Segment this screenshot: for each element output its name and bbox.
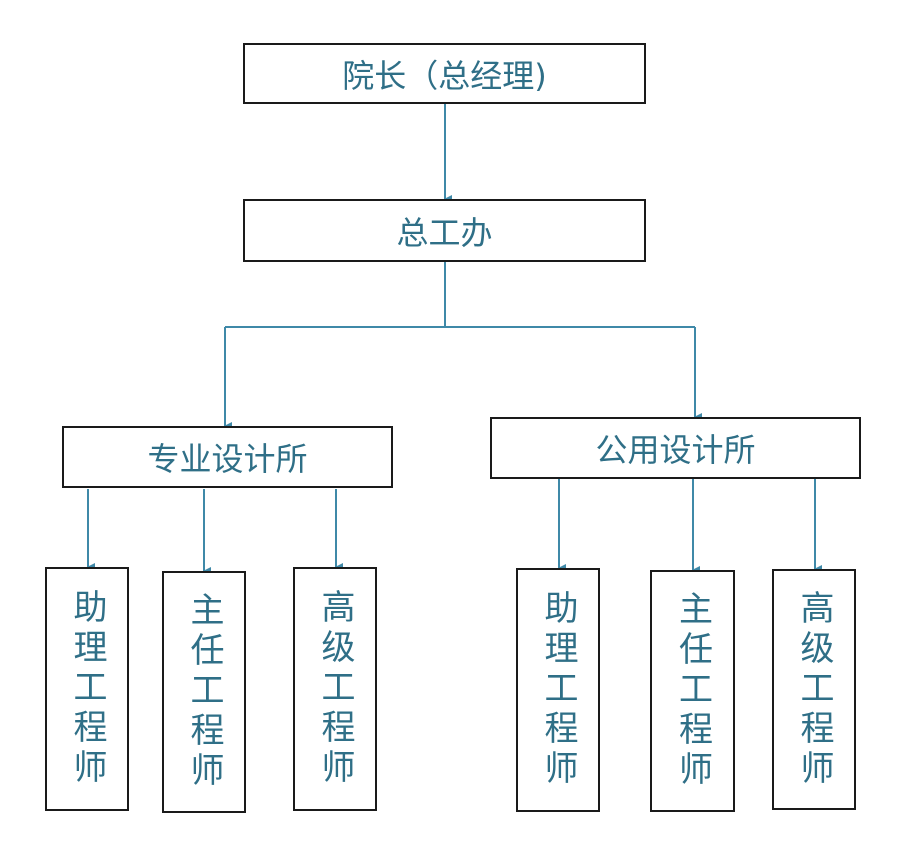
node-chief-engineer-1: 主任工程师 <box>162 571 246 813</box>
node-chief-engineer-office: 总工办 <box>243 199 646 262</box>
node-president: 院长（总经理) <box>243 43 646 104</box>
node-specialty-design-institute: 专业设计所 <box>62 426 393 488</box>
node-public-design-institute: 公用设计所 <box>490 417 861 479</box>
node-senior-engineer-2: 高级工程师 <box>772 569 856 810</box>
node-chief-engineer-2: 主任工程师 <box>650 570 735 812</box>
node-senior-engineer-1: 高级工程师 <box>293 567 377 811</box>
node-assistant-engineer-2: 助理工程师 <box>516 568 600 812</box>
node-assistant-engineer-1: 助理工程师 <box>45 567 129 811</box>
